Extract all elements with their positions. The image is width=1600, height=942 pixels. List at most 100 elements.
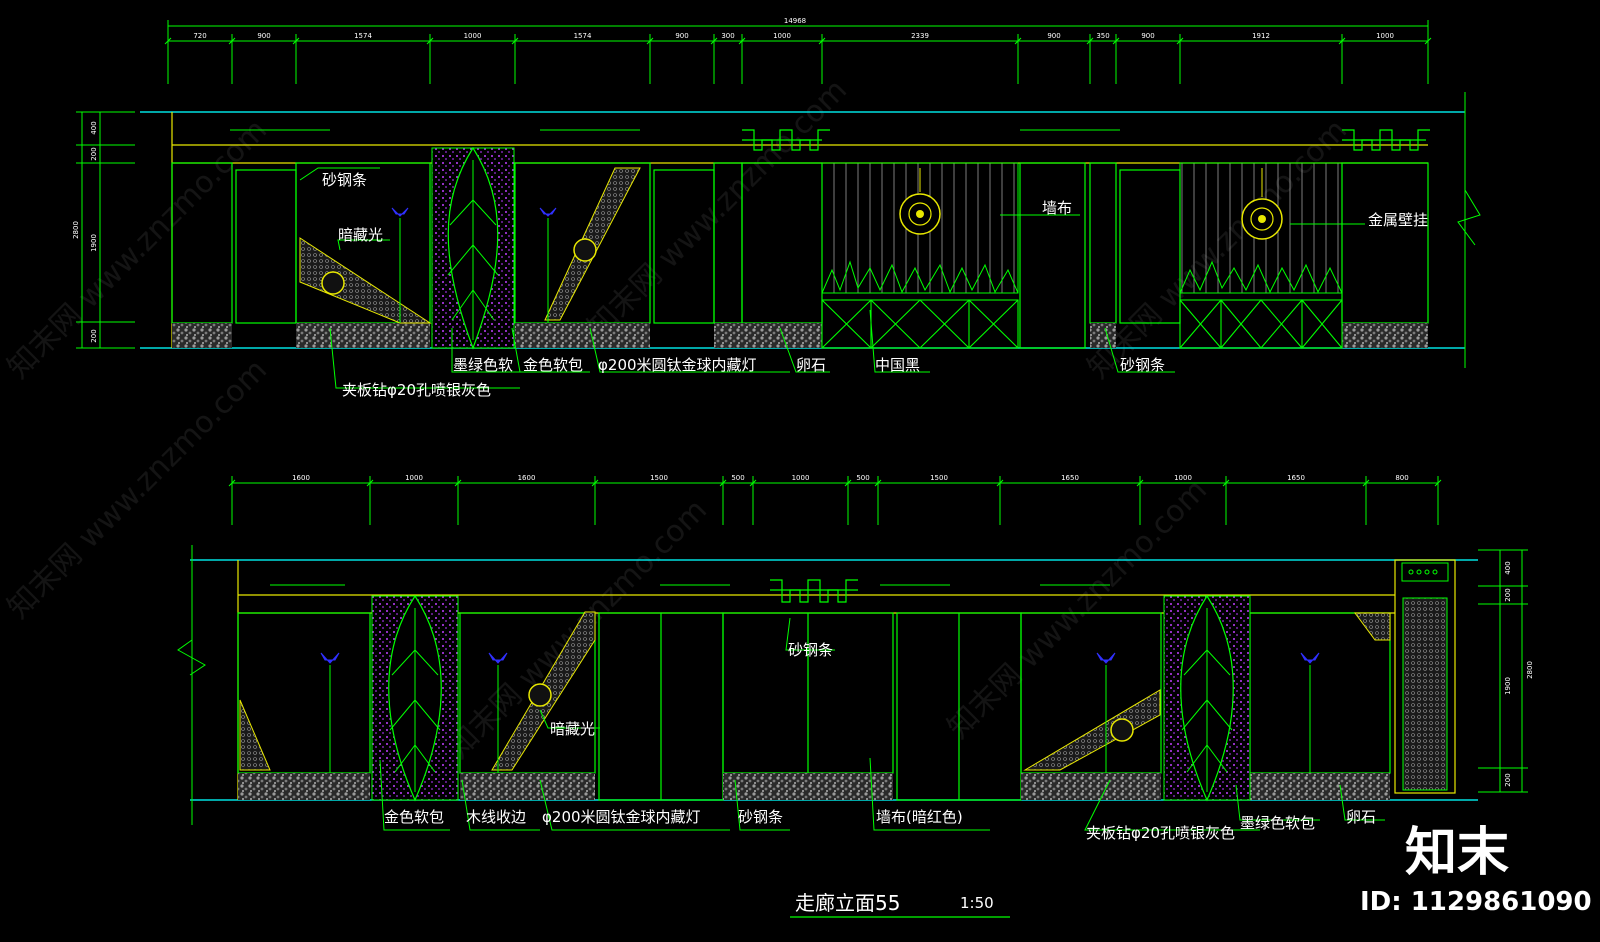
label-sand-steel: 砂钢条: [788, 641, 833, 659]
perforated-band: [1354, 612, 1391, 641]
bottom-dim-label: 1600: [292, 474, 310, 482]
label-pebble: 卵石: [796, 356, 826, 374]
top-dim-slash: [1176, 37, 1184, 45]
bottom-dim-slash: [874, 479, 882, 487]
bottom-vdim: 1900: [1504, 677, 1512, 695]
top-vdim: 1900: [90, 234, 98, 252]
bottom-dim-label: 1600: [518, 474, 536, 482]
label-sand-steel-2: 砂钢条: [738, 808, 783, 826]
perforated-band: [299, 237, 432, 324]
break-line: [177, 639, 206, 676]
label-china-black: 中国黑: [875, 356, 920, 374]
bottom-vertical-dims: [1478, 549, 1528, 793]
bottom-dim-label: 500: [856, 474, 869, 482]
chinese-cornice: [770, 579, 858, 603]
top-vdim: 2800: [72, 221, 80, 239]
drawing-scale: 1:50: [960, 894, 994, 912]
bottom-dim-label: 1500: [930, 474, 948, 482]
image-id: ID: 1129861090: [1360, 887, 1592, 917]
titanium-ball-lamp: [1110, 718, 1134, 742]
top-dim-label: 1574: [574, 32, 592, 40]
top-dimension-chain: [164, 20, 1432, 84]
top-vdim: 200: [90, 329, 98, 342]
top-dim-slash: [228, 37, 236, 45]
bottom-dim-slash: [1136, 479, 1144, 487]
top-dim-slash: [164, 37, 172, 45]
label-pebble: 卵石: [1346, 808, 1376, 826]
break-line: [1457, 189, 1481, 246]
bottom-dim-label: 1000: [792, 474, 810, 482]
side-column: [1394, 559, 1456, 794]
watermark-text: 知末网 www.znzmo.com: [1, 113, 274, 386]
bottom-dim-label: 1000: [1174, 474, 1192, 482]
bottom-vdim: 200: [1504, 773, 1512, 786]
top-dim-slash: [292, 37, 300, 45]
label-green-soft: 墨绿色软包: [1240, 814, 1315, 832]
floor-lamp: [320, 652, 1320, 773]
top-dim-slash: [1112, 37, 1120, 45]
top-vdim: 200: [90, 147, 98, 160]
bottom-dim-slash: [844, 479, 852, 487]
label-sand-steel: 砂钢条: [322, 171, 367, 189]
bottom-dimension-chain: [228, 476, 1442, 525]
bottom-dim-slash: [366, 479, 374, 487]
top-dim-slash: [646, 37, 654, 45]
bottom-dim-label: 1650: [1061, 474, 1079, 482]
bottom-dim-slash: [749, 479, 757, 487]
top-dim-label: 1912: [1252, 32, 1270, 40]
top-dim-label: 900: [257, 32, 270, 40]
perforated-band: [239, 699, 271, 771]
perforated-band: [1023, 689, 1161, 771]
top-dim-label: 900: [1141, 32, 1154, 40]
top-dim-slash: [426, 37, 434, 45]
label-gold-soft: 金色软包: [523, 356, 583, 374]
bottom-dim-slash: [591, 479, 599, 487]
top-dim-label: 1000: [773, 32, 791, 40]
top-dim-label: 2339: [911, 32, 929, 40]
top-dim-slash: [1014, 37, 1022, 45]
bottom-leaders: [379, 617, 1385, 831]
drawing-title-block: 走廊立面55 1:50: [790, 891, 1010, 918]
leaf-soft-panel: [431, 146, 515, 350]
label-titanium-lamp: φ200米圆钛金球内藏灯: [598, 356, 757, 374]
label-wood-line: 木线收边: [466, 808, 526, 826]
titanium-ball-lamp: [321, 271, 345, 295]
bottom-dim-label: 800: [1395, 474, 1408, 482]
label-plywood: 夹板钻φ20孔喷银灰色: [1086, 824, 1235, 842]
top-dim-label: 350: [1096, 32, 1109, 40]
top-dim-label: 900: [1047, 32, 1060, 40]
label-gold-soft: 金色软包: [384, 808, 444, 826]
top-dim-label: 1574: [354, 32, 372, 40]
bottom-dim-slash: [454, 479, 462, 487]
label-plywood: 夹板钻φ20孔喷银灰色: [342, 381, 491, 399]
bottom-dim-slash: [1362, 479, 1370, 487]
label-wall-cloth: 墙布: [1042, 199, 1072, 217]
top-dim-slash: [818, 37, 826, 45]
top-dim-slash: [738, 37, 746, 45]
bottom-vdim: 2800: [1526, 661, 1534, 679]
bottom-dim-slash: [1222, 479, 1230, 487]
bottom-vdim: 200: [1504, 588, 1512, 601]
label-metal-hanging: 金属壁挂: [1368, 211, 1428, 229]
top-total-dimension: 14968: [784, 17, 806, 25]
china-black-base: [821, 299, 1343, 349]
floor-lamp: [391, 207, 557, 323]
top-dim-slash: [511, 37, 519, 45]
top-dim-label: 720: [193, 32, 206, 40]
top-gravel-bases: [172, 323, 1428, 348]
bottom-vdim: 400: [1504, 561, 1512, 574]
watermark-layer: 知末网 www.znzmo.com 知末网 www.znzmo.com 知末网 …: [1, 73, 1354, 766]
label-wall-cloth-red: 墙布(暗红色): [876, 808, 963, 826]
bottom-dim-label: 1000: [405, 474, 423, 482]
bottom-dim-slash: [1434, 479, 1442, 487]
top-dim-label: 900: [675, 32, 688, 40]
top-dim-label: 1000: [1376, 32, 1394, 40]
top-leaders: [299, 167, 1365, 389]
bottom-dim-label: 1650: [1287, 474, 1305, 482]
brand-logo: 知末: [1405, 823, 1509, 883]
drawing-title: 走廊立面55: [795, 891, 900, 915]
label-sand-steel-2: 砂钢条: [1120, 356, 1165, 374]
label-green-soft: 墨绿色软: [453, 356, 513, 374]
